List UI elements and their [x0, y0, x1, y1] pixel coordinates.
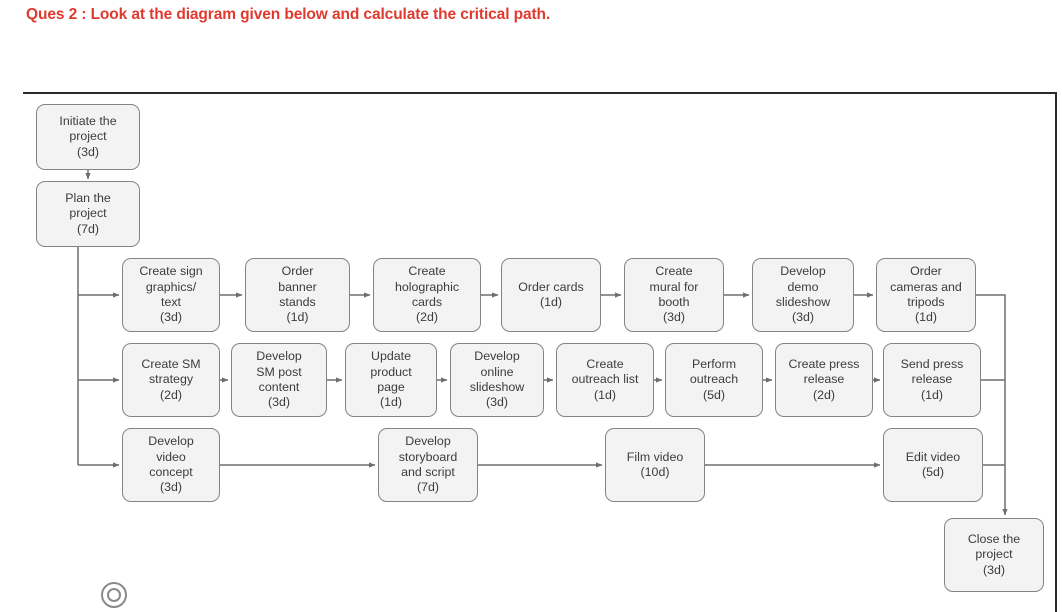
question-heading: Ques 2 : Look at the diagram given below… [26, 6, 551, 23]
edge-cameras-close [976, 294, 1008, 516]
task-node-order-cards[interactable]: Order cards (1d) [501, 258, 601, 332]
task-node-storyboard[interactable]: Develop storyboard and script (7d) [378, 428, 478, 502]
task-node-demo-slides[interactable]: Develop demo slideshow (3d) [752, 258, 854, 332]
task-node-plan[interactable]: Plan the project (7d) [36, 181, 140, 247]
task-node-cameras[interactable]: Order cameras and tripods (1d) [876, 258, 976, 332]
task-node-press-send[interactable]: Send press release (1d) [883, 343, 981, 417]
task-node-close[interactable]: Close the project (3d) [944, 518, 1044, 592]
circle-icon-inner [107, 588, 121, 602]
task-node-sm-strategy[interactable]: Create SM strategy (2d) [122, 343, 220, 417]
task-node-online-slides[interactable]: Develop online slideshow (3d) [450, 343, 544, 417]
task-node-outreach-list[interactable]: Create outreach list (1d) [556, 343, 654, 417]
task-node-edit-video[interactable]: Edit video (5d) [883, 428, 983, 502]
task-node-holo-cards[interactable]: Create holographic cards (2d) [373, 258, 481, 332]
task-node-mural[interactable]: Create mural for booth (3d) [624, 258, 724, 332]
task-node-sign-graphics[interactable]: Create sign graphics/ text (3d) [122, 258, 220, 332]
circle-icon [101, 582, 127, 608]
task-node-initiate[interactable]: Initiate the project (3d) [36, 104, 140, 170]
task-node-outreach[interactable]: Perform outreach (5d) [665, 343, 763, 417]
task-node-product-page[interactable]: Update product page (1d) [345, 343, 437, 417]
task-node-press-create[interactable]: Create press release (2d) [775, 343, 873, 417]
task-node-film-video[interactable]: Film video (10d) [605, 428, 705, 502]
diagram-frame [23, 92, 1057, 612]
task-node-video-concept[interactable]: Develop video concept (3d) [122, 428, 220, 502]
task-node-banner-stands[interactable]: Order banner stands (1d) [245, 258, 350, 332]
task-node-sm-content[interactable]: Develop SM post content (3d) [231, 343, 327, 417]
